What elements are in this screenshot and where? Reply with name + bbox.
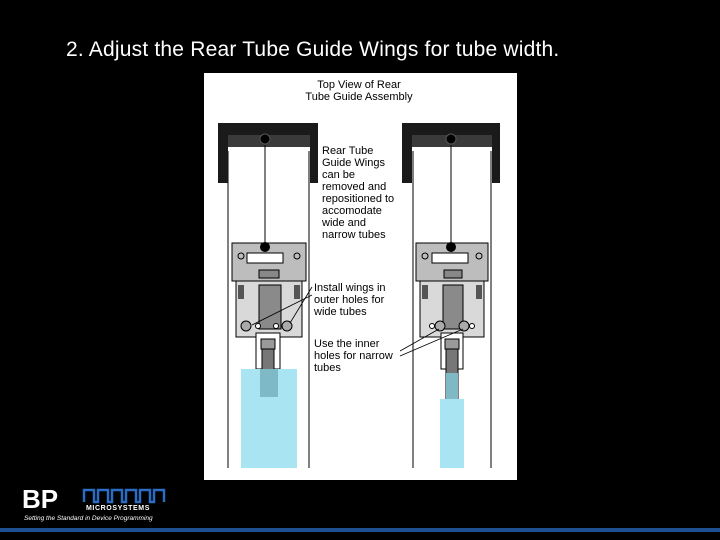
- right-assembly-narrow: [402, 123, 500, 468]
- svg-text:outer holes for: outer holes for: [314, 294, 385, 306]
- logo-name: MICROSYSTEMS: [86, 505, 150, 512]
- svg-text:Guide Wings: Guide Wings: [322, 157, 385, 169]
- note-wings: Rear Tube Guide Wings can be removed and…: [321, 145, 394, 241]
- svg-text:narrow tubes: narrow tubes: [322, 229, 386, 241]
- bp-logo-mark: BP: [22, 486, 166, 514]
- note-outer-holes: Install wings in outer holes for wide tu…: [251, 282, 386, 326]
- svg-text:Rear Tube: Rear Tube: [322, 145, 373, 157]
- logo-tagline: Setting the Standard in Device Programmi…: [24, 515, 153, 522]
- tube-guide-figure: Top View of Rear Tube Guide Assembly: [204, 73, 517, 480]
- svg-text:holes for narrow: holes for narrow: [314, 350, 393, 362]
- left-assembly-wide: [218, 123, 318, 468]
- svg-text:can be: can be: [322, 169, 355, 181]
- logo-letters: BP: [22, 486, 58, 514]
- svg-text:wide and: wide and: [321, 217, 366, 229]
- svg-text:tubes: tubes: [314, 362, 341, 374]
- tube-guide-diagram: Top View of Rear Tube Guide Assembly: [218, 79, 500, 468]
- svg-text:repositioned to: repositioned to: [322, 193, 394, 205]
- svg-text:wide tubes: wide tubes: [313, 306, 367, 318]
- svg-text:removed and: removed and: [322, 181, 386, 193]
- narrow-tube: [440, 399, 464, 468]
- slide-title: 2. Adjust the Rear Tube Guide Wings for …: [66, 38, 560, 61]
- svg-text:Use the inner: Use the inner: [314, 338, 380, 350]
- figure-caption-line1: Top View of Rear: [317, 79, 401, 91]
- note-inner-holes: Use the inner holes for narrow tubes: [314, 328, 464, 374]
- footer-bar: [0, 528, 720, 532]
- svg-text:Install wings in: Install wings in: [314, 282, 386, 294]
- svg-text:accomodate: accomodate: [322, 205, 382, 217]
- figure-caption-line2: Tube Guide Assembly: [305, 91, 413, 103]
- logo-waveform: [82, 488, 166, 504]
- bp-microsystems-logo: BP MICROSYSTEMS Setting the Standard in …: [22, 486, 182, 526]
